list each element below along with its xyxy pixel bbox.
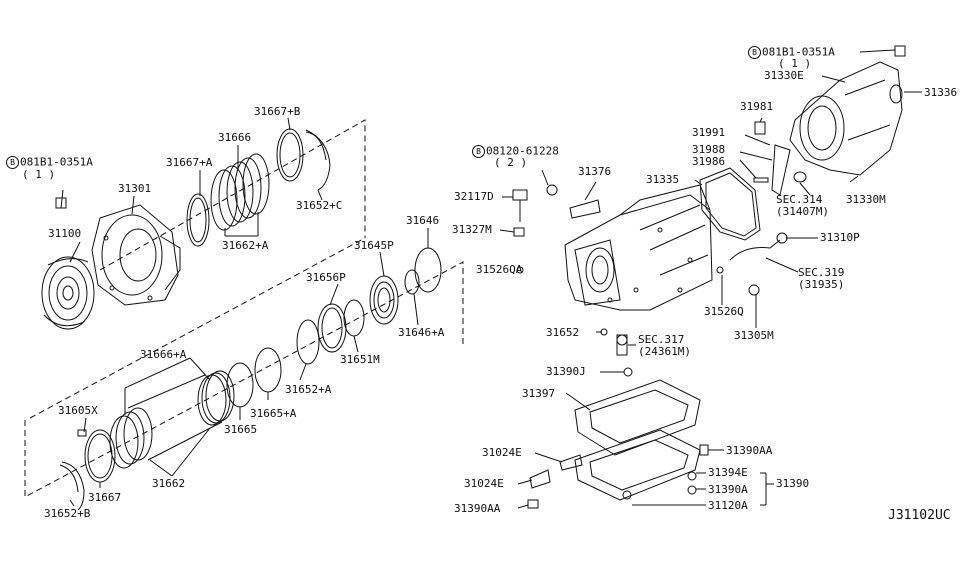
label-31646: 31646 bbox=[406, 214, 440, 227]
label-31024e-2: 31024E bbox=[464, 477, 504, 490]
label-31526qa: 31526QA bbox=[476, 263, 523, 276]
label-31667-a: 31667+A bbox=[166, 156, 213, 169]
label-31667-b: 31667+B bbox=[254, 105, 301, 118]
label-31330m: 31330M bbox=[846, 193, 886, 206]
label-31666: 31666 bbox=[218, 131, 252, 144]
label-31656p: 31656P bbox=[306, 271, 346, 284]
label-31651m: 31651M bbox=[340, 353, 380, 366]
converter-housing-31301 bbox=[91, 204, 181, 306]
label-31605x: 31605X bbox=[58, 404, 98, 417]
label-31652-a: 31652+A bbox=[285, 383, 332, 396]
label-31397: 31397 bbox=[522, 387, 556, 400]
label-sec-319: SEC.319 bbox=[798, 266, 845, 279]
label-31336: 31336 bbox=[924, 86, 958, 99]
label-sec-319-ref: (31935) bbox=[798, 278, 845, 291]
transmission-case bbox=[564, 184, 713, 311]
label-31665: 31665 bbox=[224, 423, 258, 436]
label-31988: 31988 bbox=[692, 143, 726, 156]
label-31526q: 31526Q bbox=[704, 305, 744, 318]
label-31991: 31991 bbox=[692, 126, 726, 139]
qty-left: ( 1 ) bbox=[22, 168, 56, 181]
label-31301: 31301 bbox=[118, 182, 152, 195]
part-number: 08120-61228 bbox=[486, 144, 559, 158]
label-31376: 31376 bbox=[578, 165, 612, 178]
label-sec-317: SEC.317 bbox=[638, 333, 685, 346]
bolt-marker-icon: B bbox=[6, 156, 19, 169]
bolt-marker-icon: B bbox=[748, 46, 761, 59]
label-31390: 31390 bbox=[776, 477, 810, 490]
section-boundary-dashed bbox=[24, 119, 464, 498]
label-31390a: 31390A bbox=[708, 483, 748, 496]
label-31652: 31652 bbox=[546, 326, 580, 339]
label-31305m: 31305M bbox=[734, 329, 774, 342]
label-31335: 31335 bbox=[646, 173, 680, 186]
qty-right: ( 1 ) bbox=[778, 57, 812, 70]
label-31981: 31981 bbox=[740, 100, 774, 113]
label-31662: 31662 bbox=[152, 477, 186, 490]
label-31310p: 31310P bbox=[820, 231, 860, 244]
label-31665-a: 31665+A bbox=[250, 407, 297, 420]
leader-lines-left bbox=[69, 117, 429, 507]
label-31667: 31667 bbox=[88, 491, 122, 504]
part-number: 081B1-0351A bbox=[762, 45, 835, 59]
clutch-rings-upper bbox=[186, 128, 331, 247]
label-31394e: 31394E bbox=[708, 466, 748, 479]
label-31120a: 31120A bbox=[708, 499, 748, 512]
label-32117d: 32117D bbox=[454, 190, 494, 203]
label-sec-314-ref: (31407M) bbox=[776, 205, 829, 218]
diagram-reference-id: J31102UC bbox=[888, 508, 951, 523]
label-31100: 31100 bbox=[48, 227, 82, 240]
label-31646-a: 31646+A bbox=[398, 326, 445, 339]
label-31330e: 31330E bbox=[764, 69, 804, 82]
oil-pan bbox=[527, 367, 709, 509]
label-31662-a: 31662+A bbox=[222, 239, 269, 252]
label-sec-314: SEC.314 bbox=[776, 193, 823, 206]
label-31652-b: 31652+B bbox=[44, 507, 91, 520]
label-sec-317-ref: (24361M) bbox=[638, 345, 691, 358]
label-31390aa-1: 31390AA bbox=[454, 502, 501, 515]
torque-converter-31100 bbox=[41, 256, 95, 330]
bolt-081b1-left bbox=[55, 189, 67, 209]
clutch-rings-middle bbox=[296, 247, 442, 365]
leader-lines-right bbox=[499, 49, 922, 509]
gasket-31335 bbox=[699, 167, 761, 241]
sensor-parts bbox=[512, 184, 628, 356]
label-31327m: 31327M bbox=[452, 223, 492, 236]
qty-08120: ( 2 ) bbox=[494, 156, 528, 169]
extension-housing-31330m bbox=[789, 45, 906, 176]
label-31666-a: 31666+A bbox=[140, 348, 187, 361]
label-31390j: 31390J bbox=[546, 365, 586, 378]
label-31645p: 31645P bbox=[354, 239, 394, 252]
label-31652-c: 31652+C bbox=[296, 199, 343, 212]
label-31986: 31986 bbox=[692, 155, 726, 168]
bolt-marker-icon: B bbox=[472, 145, 485, 158]
part-number: 081B1-0351A bbox=[20, 155, 93, 169]
label-31024e-1: 31024E bbox=[482, 446, 522, 459]
label-31390aa-2: 31390AA bbox=[726, 444, 773, 457]
